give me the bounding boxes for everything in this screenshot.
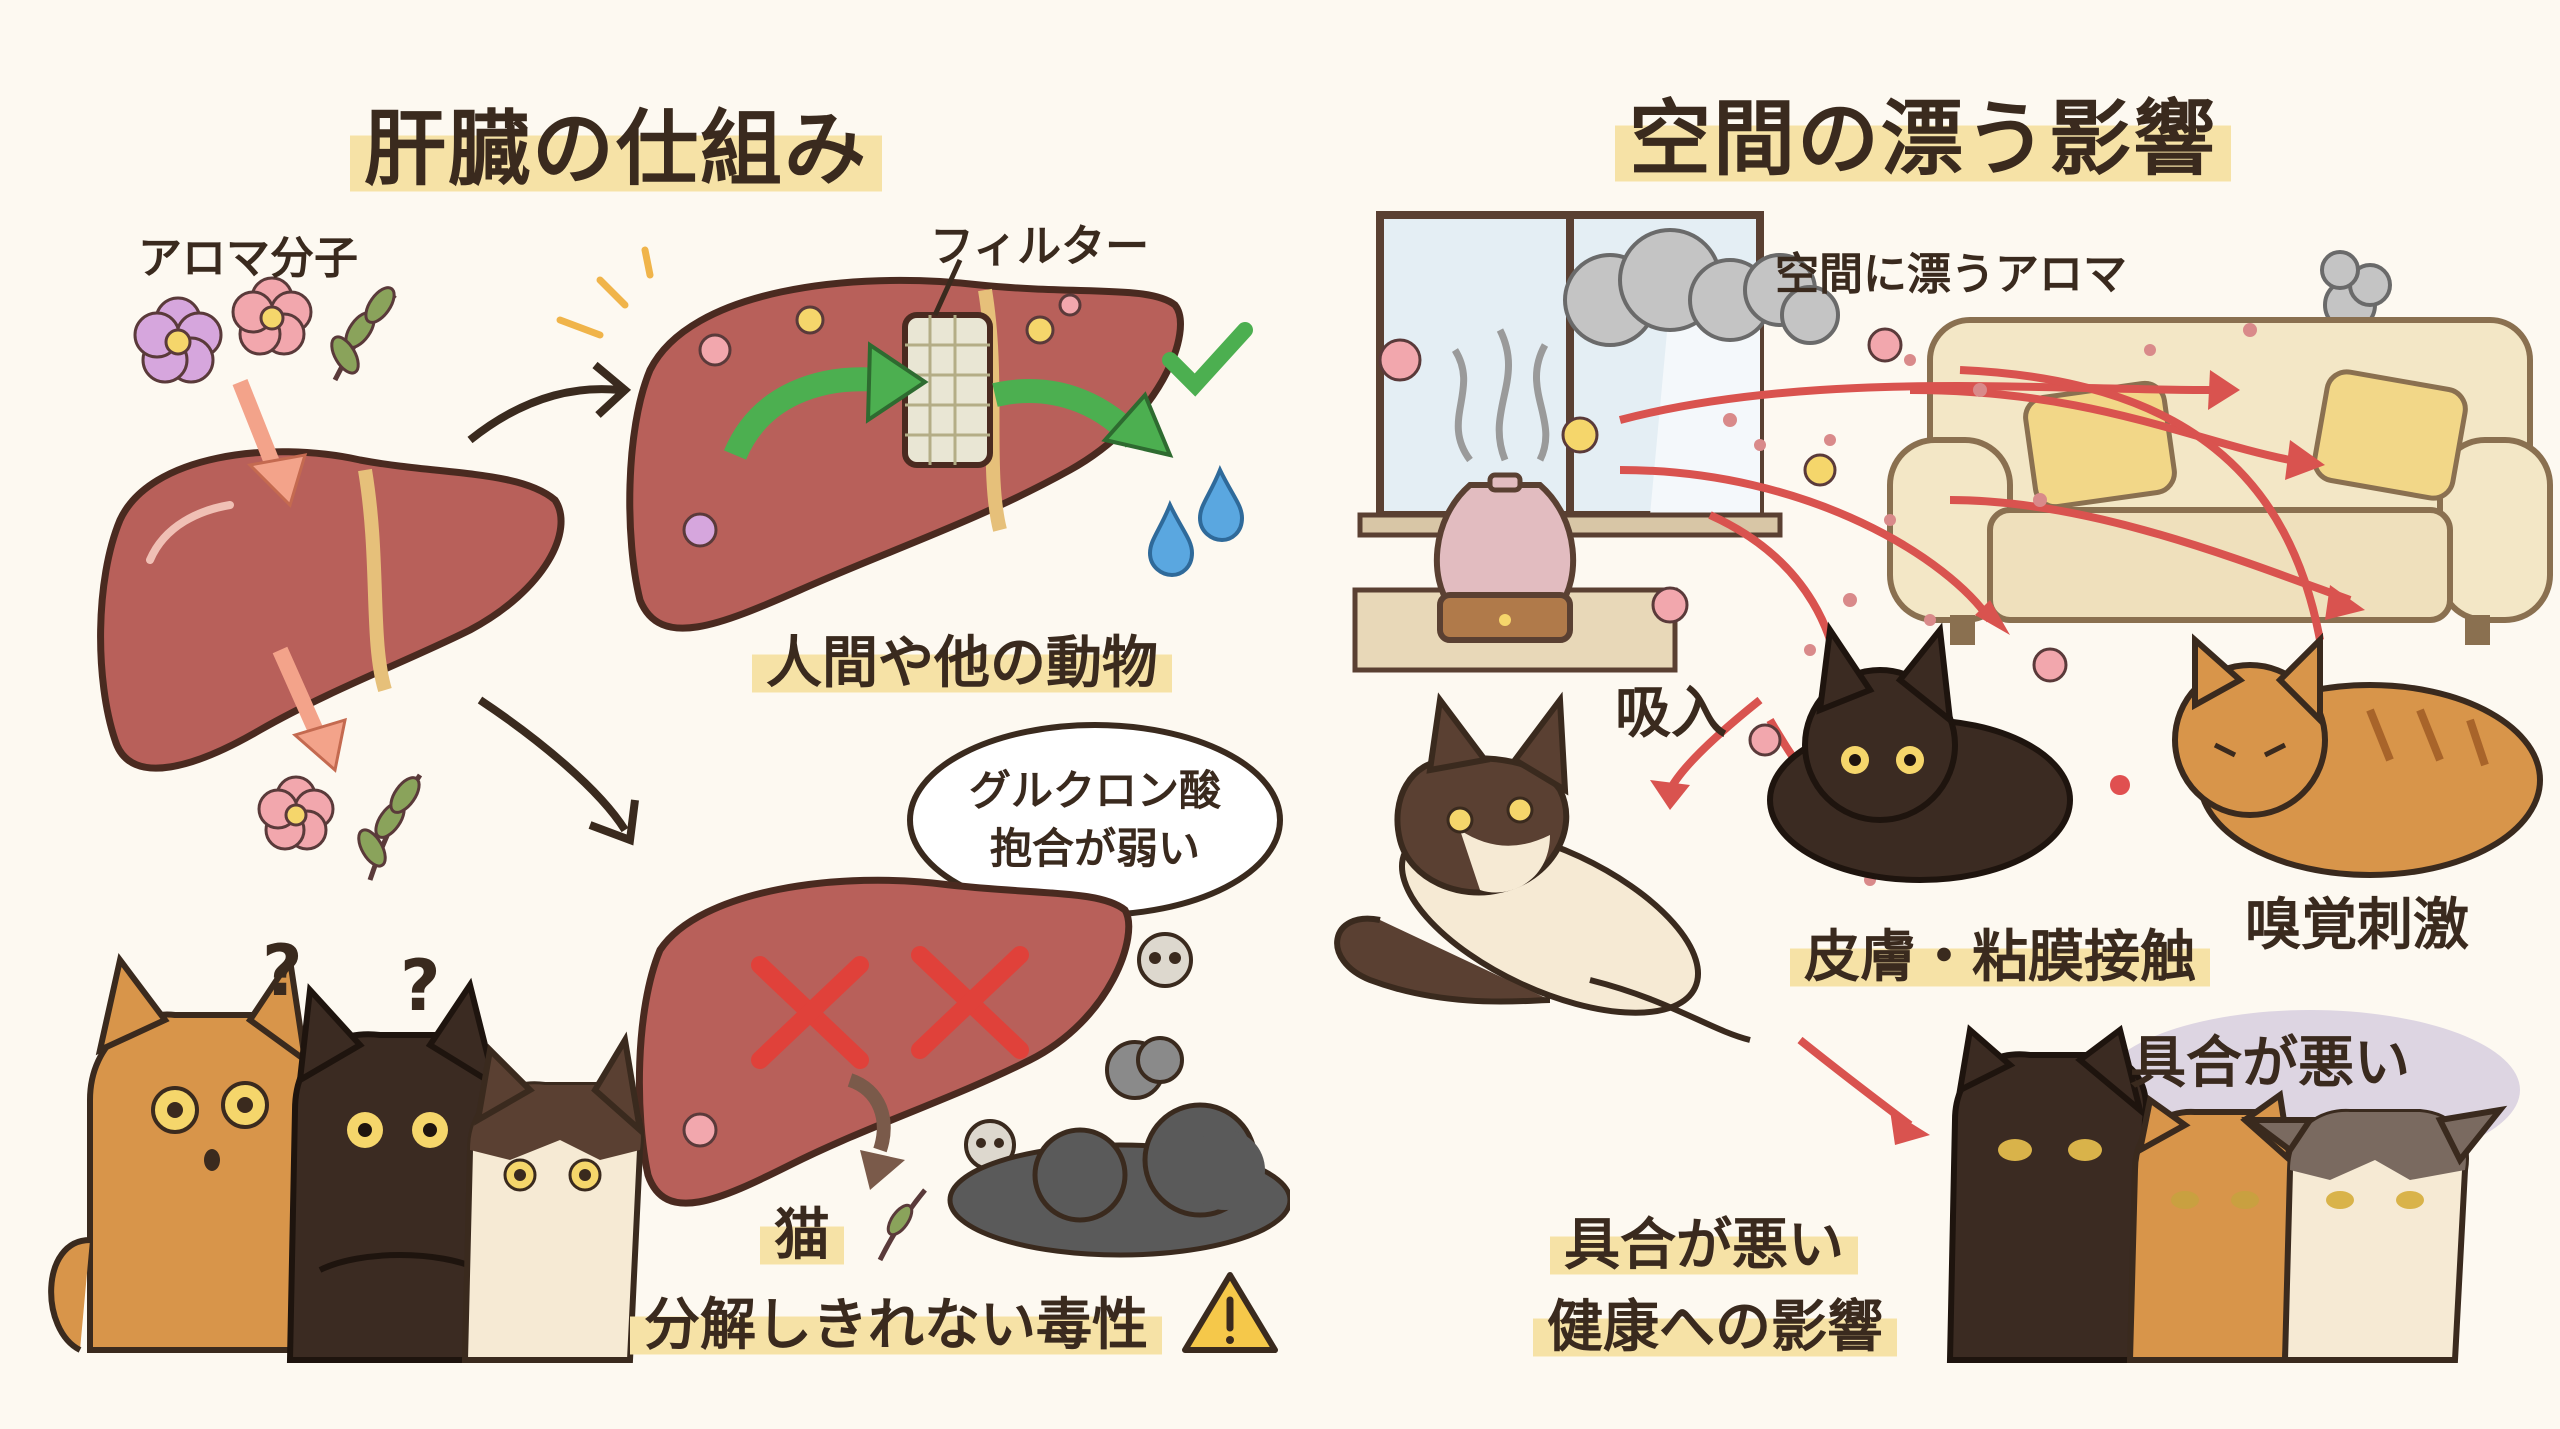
diffuser-icon (1433, 472, 1577, 643)
bubble-line-1: グルクロン酸 (968, 766, 1221, 815)
liver-icon (97, 448, 565, 772)
aroma-flowers-icon (133, 276, 397, 384)
healthy-liver-icon (626, 258, 1184, 632)
filter-icon (902, 312, 993, 468)
humans-animals-label: 人間や他の動物 (752, 618, 1172, 699)
question-mark-1: ? (262, 930, 303, 1012)
warning-icon (1182, 1272, 1278, 1353)
floating-flowers-icon (1378, 327, 2068, 757)
question-mark-2: ? (400, 945, 441, 1027)
flower-icon (257, 775, 335, 851)
orange-cat-icon (2172, 632, 2543, 878)
health-effect-label: 健康への影響 (1533, 1282, 1897, 1363)
sofa-icon (1887, 317, 2553, 645)
tuxedo-cat-icon (461, 1031, 645, 1363)
left-title: 肝臓の仕組み (350, 82, 883, 201)
unwell-label: 具合が悪い (1550, 1200, 1858, 1281)
room-illustration (1334, 211, 2553, 1363)
damaged-liver-icon (635, 876, 1133, 1207)
bubble-line-2: 抱合が弱い (989, 824, 1200, 873)
black-cat-icon (1767, 621, 2130, 883)
lying-cat-icon (1334, 691, 1751, 1043)
aroma-molecule-label: アロマ分子 (138, 233, 358, 284)
right-title: 空間の漂う影響 (1615, 72, 2232, 191)
skull-icon (964, 932, 1193, 1171)
orange-cat-icon (48, 951, 324, 1353)
smoke-cloud-icon (947, 1036, 1290, 1258)
liver-illustration (48, 246, 1290, 1363)
airborne-effects-panel: 空間の漂う影響 空間に漂うアロマ 吸入 皮膚・粘膜接触 嗅覚刺激 具合が悪い 具… (1290, 0, 2560, 1429)
inhale-label: 吸入 (1615, 681, 1727, 746)
unwell-top-label: 具合が悪い (2130, 1031, 2410, 1096)
steam-icon (1451, 328, 1550, 463)
cross-icon (751, 946, 1029, 1069)
sick-cats-icon (1946, 1010, 2520, 1363)
water-drops-icon (1147, 465, 1245, 578)
floating-aroma-label: 空間に漂うアロマ (1775, 249, 2127, 300)
cat-label: 猫 (760, 1190, 844, 1271)
liver-mechanism-panel: 肝臓の仕組み アロマ分子 フィルター 人間や他の動物 グルクロン酸 抱合が弱い … (48, 82, 1290, 1363)
filter-label: フィルター (930, 221, 1150, 272)
toxicity-label: 分解しきれない毒性 (630, 1280, 1162, 1361)
skin-contact-label: 皮膚・粘膜接触 (1790, 912, 2210, 993)
olfactory-label: 嗅覚刺激 (2245, 893, 2469, 958)
check-icon (1162, 322, 1253, 397)
bubble-text: グルクロン酸 抱合が弱い (930, 762, 1260, 878)
